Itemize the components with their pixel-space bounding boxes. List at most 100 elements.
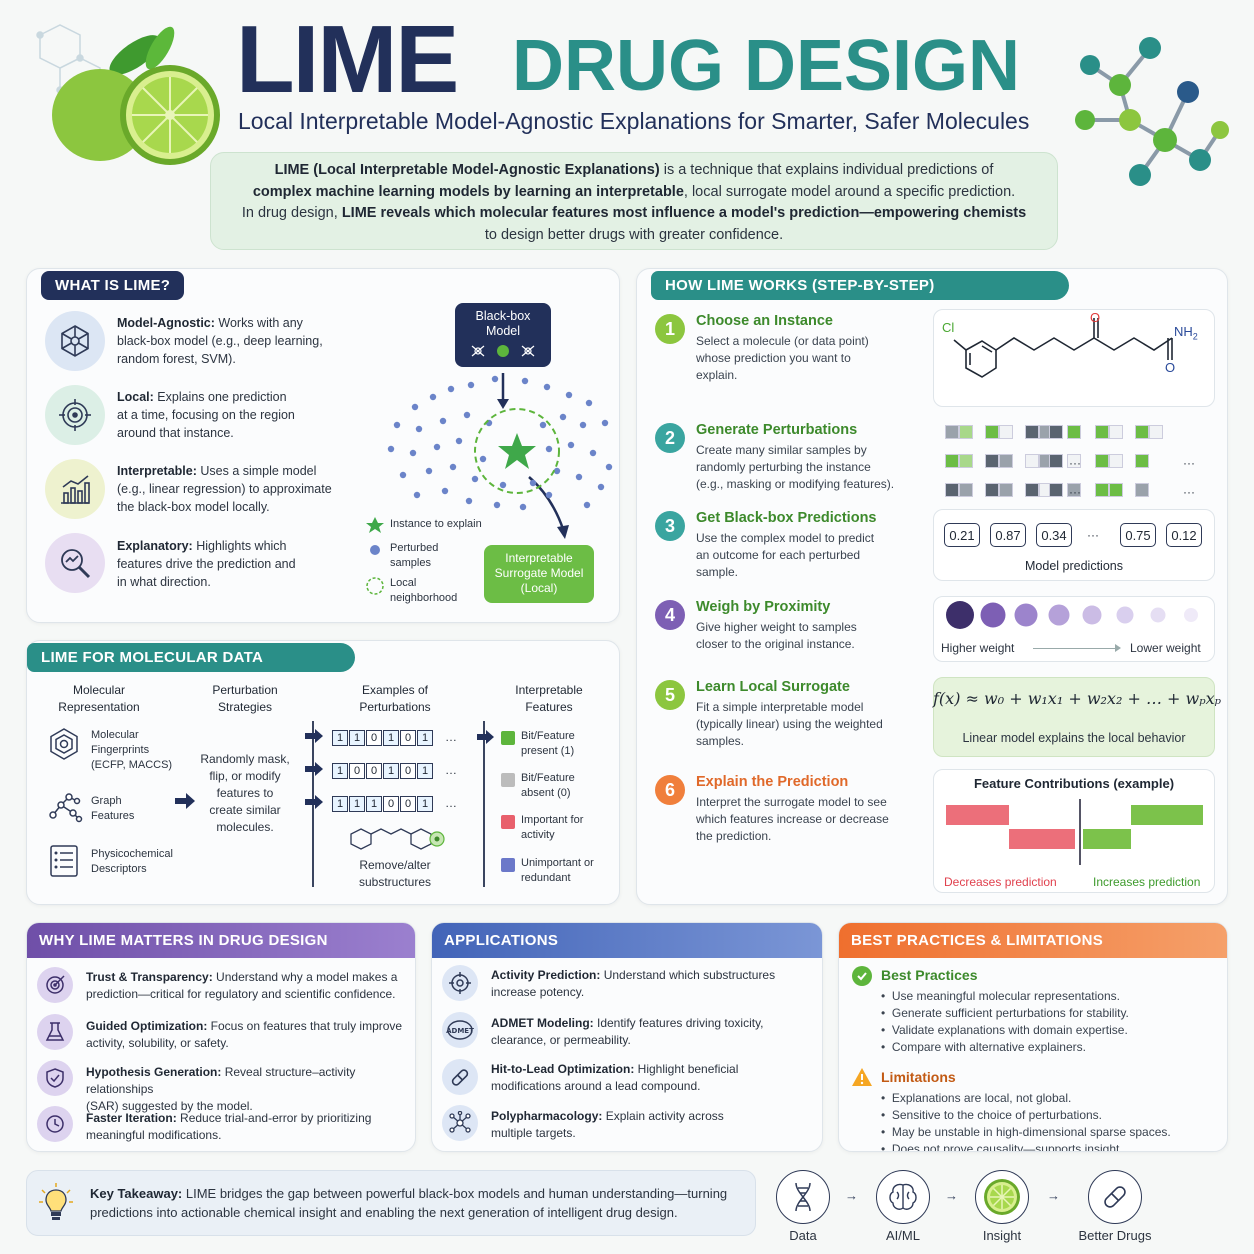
step-4-title: Weigh by Proximity — [696, 599, 831, 615]
perturbation-cell — [1095, 454, 1109, 468]
app-item-3: Hit-to-Lead Optimization: Highlight bene… — [491, 1062, 739, 1093]
perturbed-sample-point — [471, 475, 479, 483]
best-practices-panel: BEST PRACTICES & LIMITATIONS Best Practi… — [838, 922, 1228, 1152]
perturbed-sample-point — [579, 421, 587, 429]
perturbation-cell — [1067, 425, 1081, 439]
bits-ellipsis-3: … — [445, 796, 457, 810]
perturbation-cell — [1095, 483, 1109, 497]
bit-cell: 1 — [417, 730, 433, 746]
perturbation-cell — [1109, 483, 1123, 497]
perturbation-cell — [999, 454, 1013, 468]
contribution-bar-2 — [1009, 829, 1075, 849]
flow-arrow-1: → — [845, 1188, 858, 1203]
perturbation-cell — [999, 425, 1013, 439]
unimportant-swatch — [501, 858, 515, 872]
perturbed-sample-point — [449, 463, 457, 471]
graph-icon — [49, 793, 83, 823]
pill-link-icon — [442, 1059, 478, 1095]
atom-o1: O — [1090, 310, 1101, 325]
weight-dot — [1014, 603, 1038, 627]
higher-weight-label: Higher weight — [941, 641, 1015, 655]
intro-l2c: prediction — [948, 183, 1012, 200]
bits-ellipsis-2: … — [445, 763, 457, 777]
weight-dot — [980, 602, 1006, 628]
step-6-number: 6 — [655, 775, 685, 805]
app-item-2: ADMET Modeling: Identify features drivin… — [491, 1016, 764, 1047]
arrows-to-bits — [305, 729, 323, 809]
perturbed-sample-point — [411, 403, 419, 411]
grid-dots-3: ··· — [1069, 485, 1081, 499]
perturbed-sample-point — [425, 467, 433, 475]
atom-nh2: NH2 — [1174, 324, 1198, 342]
check-circle-icon — [852, 966, 872, 986]
perturbation-cell — [1109, 425, 1123, 439]
weight-arrow-head — [1115, 644, 1121, 652]
perturbation-cell — [985, 454, 999, 468]
bit-cell: 0 — [366, 763, 382, 779]
perturbation-cell — [1025, 454, 1039, 468]
what-is-lime-title: WHAT IS LIME? — [41, 271, 185, 300]
bp-3: • Validate explanations with domain expe… — [881, 1023, 1128, 1037]
bit-cell: 0 — [400, 796, 416, 812]
bit-cell: 0 — [400, 730, 416, 746]
why-item-2: Guided Optimization: Focus on features t… — [86, 1019, 403, 1050]
flow-label-insight: Insight — [982, 1228, 1022, 1243]
contribution-bar-3 — [1083, 829, 1131, 849]
local-neighborhood-plot — [366, 373, 613, 595]
perturbed-sample-point — [493, 501, 501, 509]
perturbation-cell — [1095, 425, 1109, 439]
perturbation-cell — [945, 483, 959, 497]
best-practices-heading: Best Practices — [881, 967, 978, 983]
magnifier-icon — [45, 533, 105, 593]
perturbation-cell — [1109, 454, 1123, 468]
why-item-4: Faster Iteration: Reduce trial-and-error… — [86, 1111, 372, 1142]
app-item-1: Activity Prediction: Understand which su… — [491, 968, 776, 999]
bp-4: • Compare with alternative explainers. — [881, 1040, 1086, 1054]
perturbed-sample-point — [441, 487, 449, 495]
intro-l4: to design better drugs with greater conf… — [484, 226, 784, 243]
molecule-structure-box: Cl O NH2 O — [933, 309, 1215, 407]
bit-cell: 0 — [400, 763, 416, 779]
bit-cell: 1 — [332, 763, 348, 779]
flow-arrow-2: → — [945, 1188, 958, 1203]
step-4-number: 4 — [655, 600, 685, 630]
perturbation-cell — [985, 483, 999, 497]
prediction-4: 0.75 — [1120, 523, 1156, 547]
warning-icon — [852, 1068, 872, 1086]
how-lime-works-panel: HOW LIME WORKS (STEP-BY-STEP) 1 Choose a… — [636, 268, 1228, 905]
applications-panel: APPLICATIONS Activity Prediction: Unders… — [431, 922, 823, 1152]
perturbation-cell — [1049, 483, 1063, 497]
network-icon — [45, 311, 105, 371]
legend-instance: Instance to explain — [390, 518, 482, 530]
flow-data-icon — [776, 1170, 830, 1224]
important-swatch — [501, 815, 515, 829]
perturbation-cell — [959, 425, 973, 439]
perturbed-sample-point — [543, 383, 551, 391]
perturbed-sample-point — [399, 471, 407, 479]
perturbed-sample-point — [491, 375, 499, 383]
perturbed-sample-point — [597, 483, 605, 491]
bit-cell: 1 — [383, 730, 399, 746]
step-1-title: Choose an Instance — [696, 313, 833, 329]
lower-weight-label: Lower weight — [1130, 641, 1201, 655]
lightbulb-icon — [39, 1183, 73, 1220]
intro-l2a: complex machine learning models by learn… — [252, 183, 684, 200]
intro-l3a: In drug design, — [241, 205, 342, 221]
perturbation-cell — [959, 483, 973, 497]
bp-1: • Use meaningful molecular representatio… — [881, 989, 1120, 1003]
bit-cell: 1 — [332, 796, 348, 812]
step-1-desc: Select a molecule (or data point)whose p… — [696, 334, 869, 382]
weight-dot — [1082, 605, 1102, 625]
atom-cl: Cl — [942, 320, 955, 335]
arrow-to-features — [477, 730, 494, 744]
perturbed-sample-point — [529, 479, 537, 487]
perturbed-sample-point — [545, 491, 553, 499]
